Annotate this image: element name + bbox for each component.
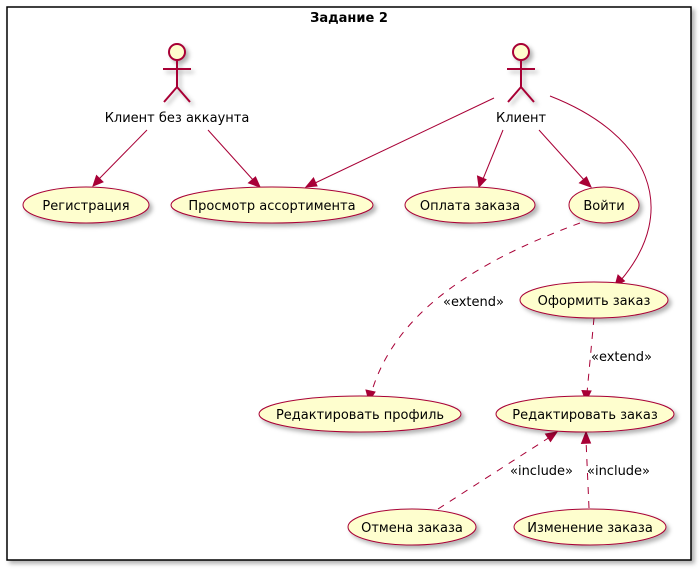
actor-guest — [163, 43, 191, 103]
association-client-login — [538, 129, 592, 188]
actor-client — [507, 43, 535, 103]
label-cancel-include: «include» — [510, 464, 573, 479]
use-case-change-order: Изменение заказа — [513, 508, 667, 546]
association-client-browse — [304, 97, 495, 188]
use-case-login: Войти — [568, 186, 640, 224]
association-guest-browse — [207, 129, 261, 188]
use-case-place-order: Оформить заказ — [519, 281, 669, 319]
use-case-change-order-label: Изменение заказа — [527, 521, 653, 536]
association-client-payment — [476, 129, 504, 189]
use-case-edit-order-label: Редактировать заказ — [512, 408, 658, 423]
label-login-extend: «extend» — [443, 295, 504, 310]
use-case-cancel-order: Отмена заказа — [347, 508, 477, 546]
use-case-browse: Просмотр ассортимента — [170, 186, 374, 224]
actor-client-label: Клиент — [496, 111, 546, 126]
use-case-payment-label: Оплата заказа — [420, 199, 520, 214]
diagram-title: Задание 2 — [310, 11, 388, 26]
use-case-browse-label: Просмотр ассортимента — [188, 199, 355, 214]
use-case-edit-profile: Редактировать профиль — [258, 395, 462, 433]
label-change-include: «include» — [587, 464, 650, 479]
use-case-login-label: Войти — [583, 199, 624, 214]
use-case-edit-profile-label: Редактировать профиль — [276, 408, 444, 423]
include-cancel-edit-order — [437, 431, 559, 510]
actor-guest-label: Клиент без аккаунта — [105, 111, 250, 126]
label-order-extend: «extend» — [591, 350, 652, 365]
use-case-edit-order: Редактировать заказ — [495, 395, 675, 433]
association-guest-registration — [92, 129, 148, 187]
use-case-cancel-order-label: Отмена заказа — [361, 521, 463, 536]
use-case-place-order-label: Оформить заказ — [538, 294, 651, 309]
use-case-registration-label: Регистрация — [42, 199, 129, 214]
include-change-edit-order — [580, 430, 592, 509]
use-case-payment: Оплата заказа — [404, 186, 536, 224]
use-case-registration: Регистрация — [22, 186, 150, 224]
